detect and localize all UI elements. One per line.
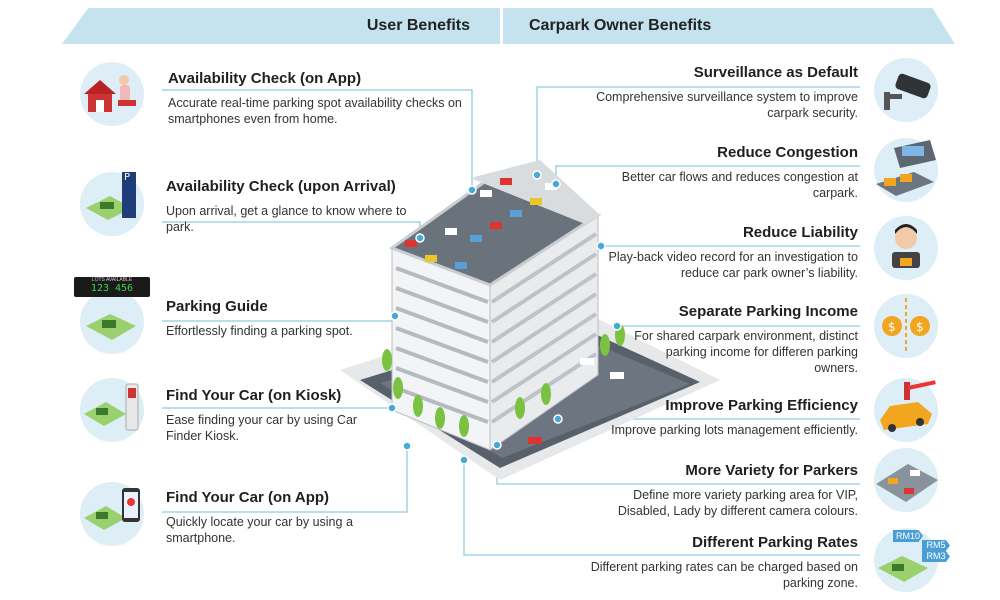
benefit-desc: Improve parking lots management efficien… [611, 423, 858, 437]
benefit-parking-rates: Different Parking Rates Different parkin… [580, 534, 858, 591]
benefit-surveillance: Surveillance as Default Comprehensive su… [590, 64, 858, 121]
benefit-title: Improve Parking Efficiency [665, 397, 858, 414]
benefit-desc: Ease finding your car by using Car Finde… [166, 413, 358, 443]
benefit-find-car-app: Find Your Car (on App) Quickly locate yo… [166, 489, 391, 546]
benefit-title: Reduce Congestion [717, 144, 858, 161]
rate-tag-rm5: RM5 [922, 540, 950, 551]
benefit-availability-arrival: Availability Check (upon Arrival) Upon a… [166, 178, 411, 235]
benefit-desc: Effortlessly finding a parking spot. [166, 324, 353, 338]
operator-laptop-icon [874, 216, 938, 280]
benefit-desc: Comprehensive surveillance system to imp… [596, 90, 858, 120]
benefit-desc: Upon arrival, get a glance to know where… [166, 204, 407, 234]
lots-available-sign: LOTS AVAILABLE 123 456 [74, 277, 150, 297]
benefit-reduce-liability: Reduce Liability Play-back video record … [590, 224, 858, 281]
benefit-title: More Variety for Parkers [685, 462, 858, 479]
connector-find-app [162, 446, 408, 513]
connector-dots [387, 170, 622, 465]
coins-split-icon: $ $ [874, 294, 938, 358]
benefit-title: Availability Check (on App) [168, 70, 362, 87]
benefit-title: Different Parking Rates [692, 534, 858, 551]
rate-tag-rm10: RM10 [893, 530, 923, 542]
benefit-title: Separate Parking Income [678, 303, 858, 320]
benefit-separate-income: Separate Parking Income For shared carpa… [620, 303, 858, 376]
owner-benefits-header: Carpark Owner Benefits [503, 8, 955, 44]
benefit-desc: For shared carpark environment, distinct… [634, 329, 858, 375]
benefit-parking-guide: Parking Guide Effortlessly finding a par… [166, 298, 396, 339]
parking-sign-icon: P [80, 168, 144, 236]
benefit-parking-efficiency: Improve Parking Efficiency Improve parki… [570, 397, 858, 438]
benefit-desc: Better car flows and reduces congestion … [621, 170, 858, 200]
benefit-title: Surveillance as Default [693, 64, 858, 81]
benefit-title: Reduce Liability [742, 224, 858, 241]
benefit-more-variety: More Variety for Parkers Define more var… [590, 462, 858, 519]
benefit-desc: Accurate real-time parking spot availabi… [168, 96, 462, 126]
benefit-title: Find Your Car (on Kiosk) [166, 387, 342, 404]
benefit-desc: Different parking rates can be charged b… [590, 560, 858, 590]
lots-available-label: LOTS AVAILABLE [91, 277, 133, 283]
home-person-phone-icon [80, 62, 144, 126]
svg-text:P: P [124, 172, 130, 183]
connector-rates [463, 460, 860, 556]
connector-availability-app [162, 89, 473, 190]
benefit-desc: Define more variety parking area for VIP… [617, 488, 858, 518]
benefit-find-car-kiosk: Find Your Car (on Kiosk) Ease finding yo… [166, 387, 376, 444]
parking-guide-icon [80, 290, 144, 354]
benefit-title: Availability Check (upon Arrival) [166, 178, 396, 195]
rate-tag-rm3: RM3 [922, 551, 950, 562]
benefit-desc: Play-back video record for an investigat… [608, 250, 858, 280]
benefit-availability-app: Availability Check (on App) Accurate rea… [168, 70, 468, 127]
lots-available-numbers: 123 456 [90, 283, 134, 294]
connector-surveillance [536, 86, 860, 175]
benefit-desc: Quickly locate your car by using a smart… [166, 515, 353, 545]
kiosk-icon [80, 378, 144, 442]
surveillance-camera-icon [874, 58, 938, 122]
benefit-title: Find Your Car (on App) [166, 489, 330, 506]
svg-text:$: $ [888, 320, 896, 334]
toll-gate-icon [874, 138, 938, 202]
user-benefits-header-text: User Benefits [366, 17, 470, 34]
parking-lot-variety-icon [874, 448, 938, 512]
owner-benefits-header-text: Carpark Owner Benefits [529, 17, 712, 34]
svg-text:$: $ [916, 320, 924, 334]
smartphone-location-icon [80, 482, 144, 546]
user-benefits-header: User Benefits [62, 8, 500, 44]
benefit-reduce-congestion: Reduce Congestion Better car flows and r… [590, 144, 858, 201]
carpark-building-illustration [340, 160, 720, 480]
benefit-title: Parking Guide [166, 298, 268, 315]
car-barrier-icon [874, 378, 938, 442]
